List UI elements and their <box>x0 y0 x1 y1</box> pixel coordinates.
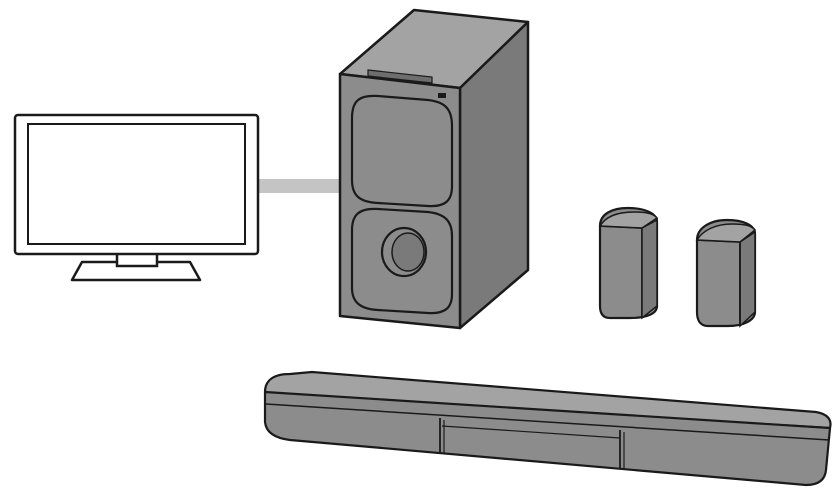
rear-speaker-left-icon <box>598 206 659 320</box>
soundbar-icon <box>263 370 832 487</box>
subwoofer-icon <box>338 8 530 330</box>
tv-icon <box>13 113 260 282</box>
tv-subwoofer-cable <box>258 179 344 193</box>
rear-speaker-right-icon <box>695 218 757 328</box>
